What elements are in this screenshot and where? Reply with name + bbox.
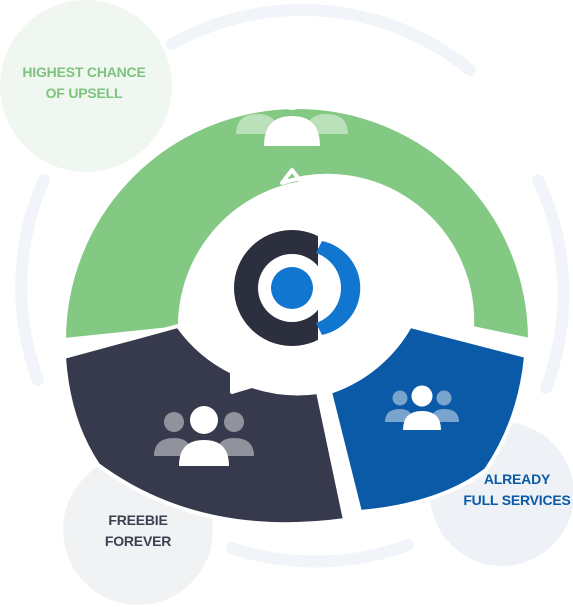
logo-arc [316,241,361,335]
freebie-label-line: FOREVER [104,533,172,549]
freebie-label-line: FREEBIE [108,512,168,528]
full-services-label-line: FULL SERVICES [463,492,571,508]
full-services-label-line: ALREADY [483,471,551,487]
users-icon [385,385,459,430]
upsell-label: HIGHEST CHANCE OF UPSELL [0,62,168,104]
outer-ring-arc [15,174,50,386]
outer-ring-arc [226,539,414,568]
full-services-label: ALREADY FULL SERVICES [440,469,573,511]
users-icon [236,78,348,146]
brand-logo [234,224,361,350]
upsell-segment [62,105,532,342]
outer-ring [15,3,570,568]
users-icon [154,406,254,466]
outer-ring-arc [166,3,476,76]
upsell-label-line: HIGHEST CHANCE [22,64,146,80]
logo-dot [271,267,313,309]
freebie-label: FREEBIE FOREVER [62,510,214,552]
upsell-bubble [0,0,172,172]
upsell-label-line: OF UPSELL [45,85,123,101]
outer-ring-arc [532,174,570,394]
